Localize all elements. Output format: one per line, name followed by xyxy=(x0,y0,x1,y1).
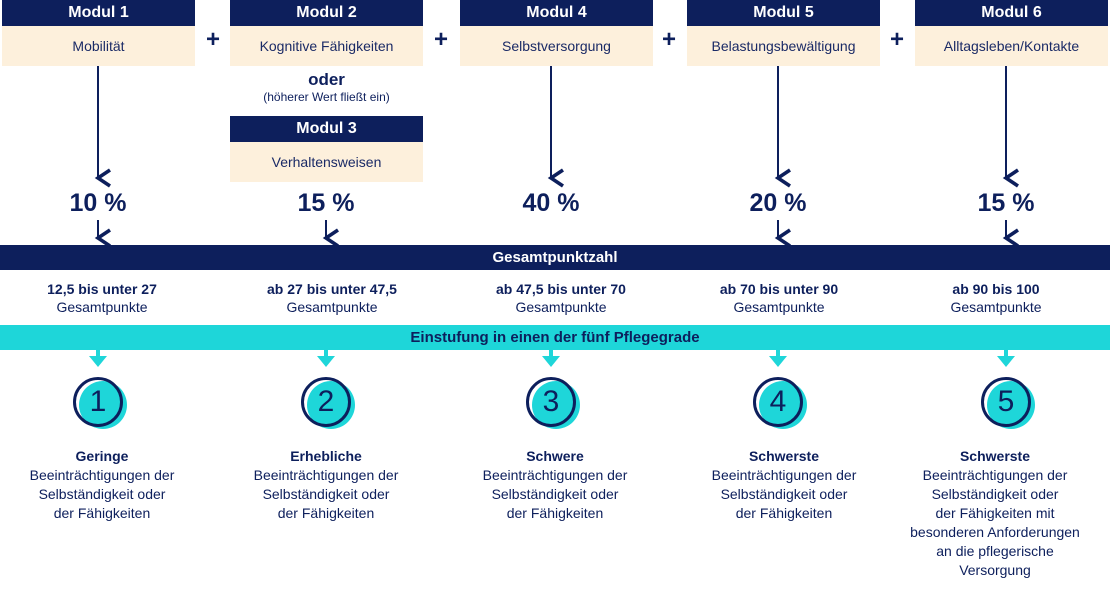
grade-4-line: Beeinträchtigungen der xyxy=(711,467,857,483)
grade-5-line: Versorgung xyxy=(959,562,1031,578)
range-1-value: 12,5 bis unter 27 xyxy=(47,281,157,297)
grade-4-line: der Fähigkeiten xyxy=(735,505,833,521)
cyan-arrowhead-3 xyxy=(542,356,560,367)
grade-3-line: der Fähigkeiten xyxy=(506,505,604,521)
grade-1-number: 1 xyxy=(73,377,123,427)
grade-3-line: Selbständigkeit oder xyxy=(491,486,619,502)
module-4-label: Selbstversorgung xyxy=(460,26,653,66)
percent-module-6: 15 % xyxy=(977,189,1035,217)
module-3-title: Modul 3 xyxy=(230,116,423,142)
module-1-title: Modul 1 xyxy=(2,0,195,26)
grade-1-level: Geringe xyxy=(75,448,129,464)
grade-1-description: Geringe Beeinträchtigungen der Selbständ… xyxy=(2,447,202,523)
range-3: ab 47,5 bis unter 70 Gesamtpunkte xyxy=(461,280,661,316)
grade-2-level: Erhebliche xyxy=(290,448,362,464)
range-2: ab 27 bis unter 47,5 Gesamtpunkte xyxy=(232,280,432,316)
plus-sign-1: + xyxy=(205,26,220,53)
plus-sign-4: + xyxy=(889,26,904,53)
module-4-title: Modul 4 xyxy=(460,0,653,26)
plus-sign-2: + xyxy=(433,26,448,53)
range-3-value: ab 47,5 bis unter 70 xyxy=(496,281,626,297)
range-5: ab 90 bis 100 Gesamtpunkte xyxy=(896,280,1096,316)
total-score-bar: Gesamtpunktzahl xyxy=(0,245,1110,270)
grade-1-badge: 1 xyxy=(73,377,127,429)
range-2-unit: Gesamtpunkte xyxy=(286,299,378,315)
cyan-arrowhead-4 xyxy=(769,356,787,367)
grade-3-description: Schwere Beeinträchtigungen der Selbständ… xyxy=(455,447,655,523)
grade-3-badge: 3 xyxy=(526,377,580,429)
grade-3-line: Beeinträchtigungen der xyxy=(482,467,628,483)
or-note: (höherer Wert fließt ein) xyxy=(263,90,390,104)
grade-5-line: Selbständigkeit oder xyxy=(931,486,1059,502)
grade-5-description: Schwerste Beeinträchtigungen der Selbstä… xyxy=(895,447,1095,580)
grade-5-line: besonderen Anforderungen xyxy=(910,524,1080,540)
grade-2-number: 2 xyxy=(301,377,351,427)
grade-5-line: Beeinträchtigungen der xyxy=(922,467,1068,483)
module-2-title: Modul 2 xyxy=(230,0,423,26)
range-5-value: ab 90 bis 100 xyxy=(952,281,1040,297)
grade-5-badge: 5 xyxy=(981,377,1035,429)
module-5-title: Modul 5 xyxy=(687,0,880,26)
range-1: 12,5 bis unter 27 Gesamtpunkte xyxy=(2,280,202,316)
percent-module-4: 40 % xyxy=(522,189,580,217)
classification-bar: Einstufung in einen der fünf Pflegegrade xyxy=(0,325,1110,350)
grade-2-description: Erhebliche Beeinträchtigungen der Selbst… xyxy=(226,447,426,523)
module-1-label: Mobilität xyxy=(2,26,195,66)
grade-4-badge: 4 xyxy=(753,377,807,429)
range-3-unit: Gesamtpunkte xyxy=(515,299,607,315)
grade-5-number: 5 xyxy=(981,377,1031,427)
grade-4-level: Schwerste xyxy=(748,448,820,464)
grade-2-line: Beeinträchtigungen der xyxy=(253,467,399,483)
range-4-unit: Gesamtpunkte xyxy=(733,299,825,315)
module-3-label: Verhaltensweisen xyxy=(230,142,423,182)
module-6-label: Alltagsleben/Kontakte xyxy=(915,26,1108,66)
percent-module-5: 20 % xyxy=(749,189,807,217)
grade-2-line: der Fähigkeiten xyxy=(277,505,375,521)
grade-1-line: Selbständigkeit oder xyxy=(38,486,166,502)
grade-4-description: Schwerste Beeinträchtigungen der Selbstä… xyxy=(684,447,884,523)
range-4-value: ab 70 bis unter 90 xyxy=(719,281,839,297)
grade-2-badge: 2 xyxy=(301,377,355,429)
cyan-arrowhead-5 xyxy=(997,356,1015,367)
or-text: oder xyxy=(308,70,345,89)
module-5-label: Belastungsbewältigung xyxy=(687,26,880,66)
grade-1-line: der Fähigkeiten xyxy=(53,505,151,521)
cyan-arrowhead-2 xyxy=(317,356,335,367)
percent-module-2-3: 15 % xyxy=(297,189,355,217)
grade-5-level: Schwerste xyxy=(959,448,1031,464)
percent-module-1: 10 % xyxy=(69,189,127,217)
range-5-unit: Gesamtpunkte xyxy=(950,299,1042,315)
module-6-title: Modul 6 xyxy=(915,0,1108,26)
grade-4-number: 4 xyxy=(753,377,803,427)
grade-3-number: 3 xyxy=(526,377,576,427)
module-2-label: Kognitive Fähigkeiten xyxy=(230,26,423,66)
grade-5-line: der Fähigkeiten mit xyxy=(935,505,1055,521)
cyan-arrowhead-1 xyxy=(89,356,107,367)
plus-sign-3: + xyxy=(661,26,676,53)
grade-4-line: Selbständigkeit oder xyxy=(720,486,848,502)
grade-2-line: Selbständigkeit oder xyxy=(262,486,390,502)
grade-1-line: Beeinträchtigungen der xyxy=(29,467,175,483)
grade-5-line: an die pflegerische xyxy=(936,543,1054,559)
grade-3-level: Schwere xyxy=(526,448,584,464)
range-2-value: ab 27 bis unter 47,5 xyxy=(267,281,397,297)
range-1-unit: Gesamtpunkte xyxy=(56,299,148,315)
range-4: ab 70 bis unter 90 Gesamtpunkte xyxy=(679,280,879,316)
